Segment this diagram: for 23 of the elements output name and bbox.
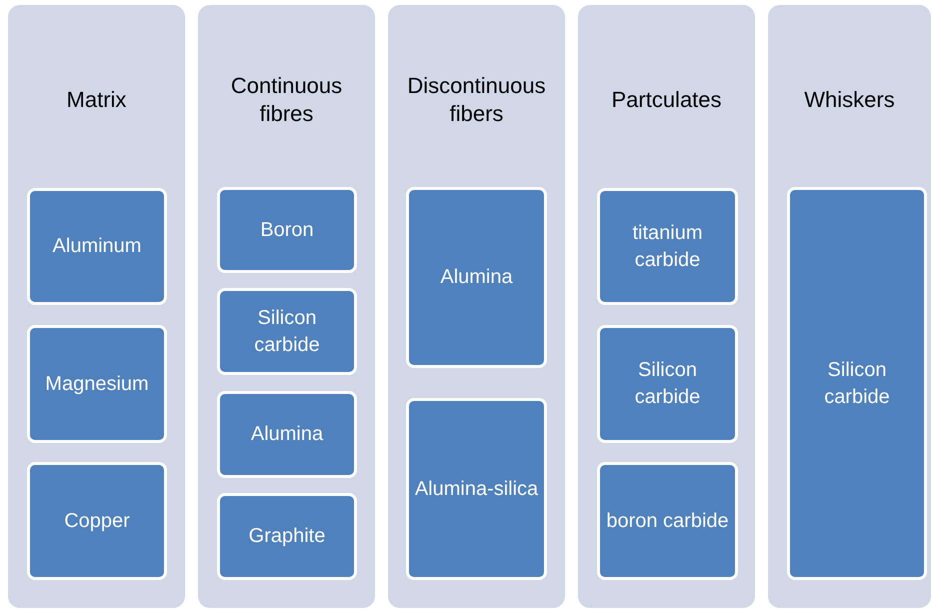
item-box: Copper xyxy=(27,462,167,580)
item-box: boron carbide xyxy=(597,462,738,580)
item-box: titanium carbide xyxy=(597,188,738,305)
category-heading: Matrix xyxy=(66,86,126,114)
item-box: Graphite xyxy=(217,493,357,580)
item-box: Aluminum xyxy=(27,188,167,305)
category-heading: Discontinuous fibers xyxy=(406,72,547,128)
category-heading: Continuous fibres xyxy=(230,72,344,128)
category-panel xyxy=(768,5,931,608)
category-panel xyxy=(8,5,185,608)
item-box: Silicon carbide xyxy=(787,187,927,580)
item-box: Magnesium xyxy=(27,325,167,443)
item-box: Alumina-silica xyxy=(406,398,547,580)
category-panel xyxy=(388,5,565,608)
category-heading: Partculates xyxy=(611,86,722,114)
category-panel xyxy=(198,5,375,608)
item-box: Silicon carbide xyxy=(597,325,738,443)
item-box: Silicon carbide xyxy=(217,288,357,375)
item-box: Boron xyxy=(217,187,357,273)
item-box: Alumina xyxy=(217,391,357,478)
category-heading: Whiskers xyxy=(804,86,895,114)
category-panel xyxy=(578,5,755,608)
item-box: Alumina xyxy=(406,187,547,368)
